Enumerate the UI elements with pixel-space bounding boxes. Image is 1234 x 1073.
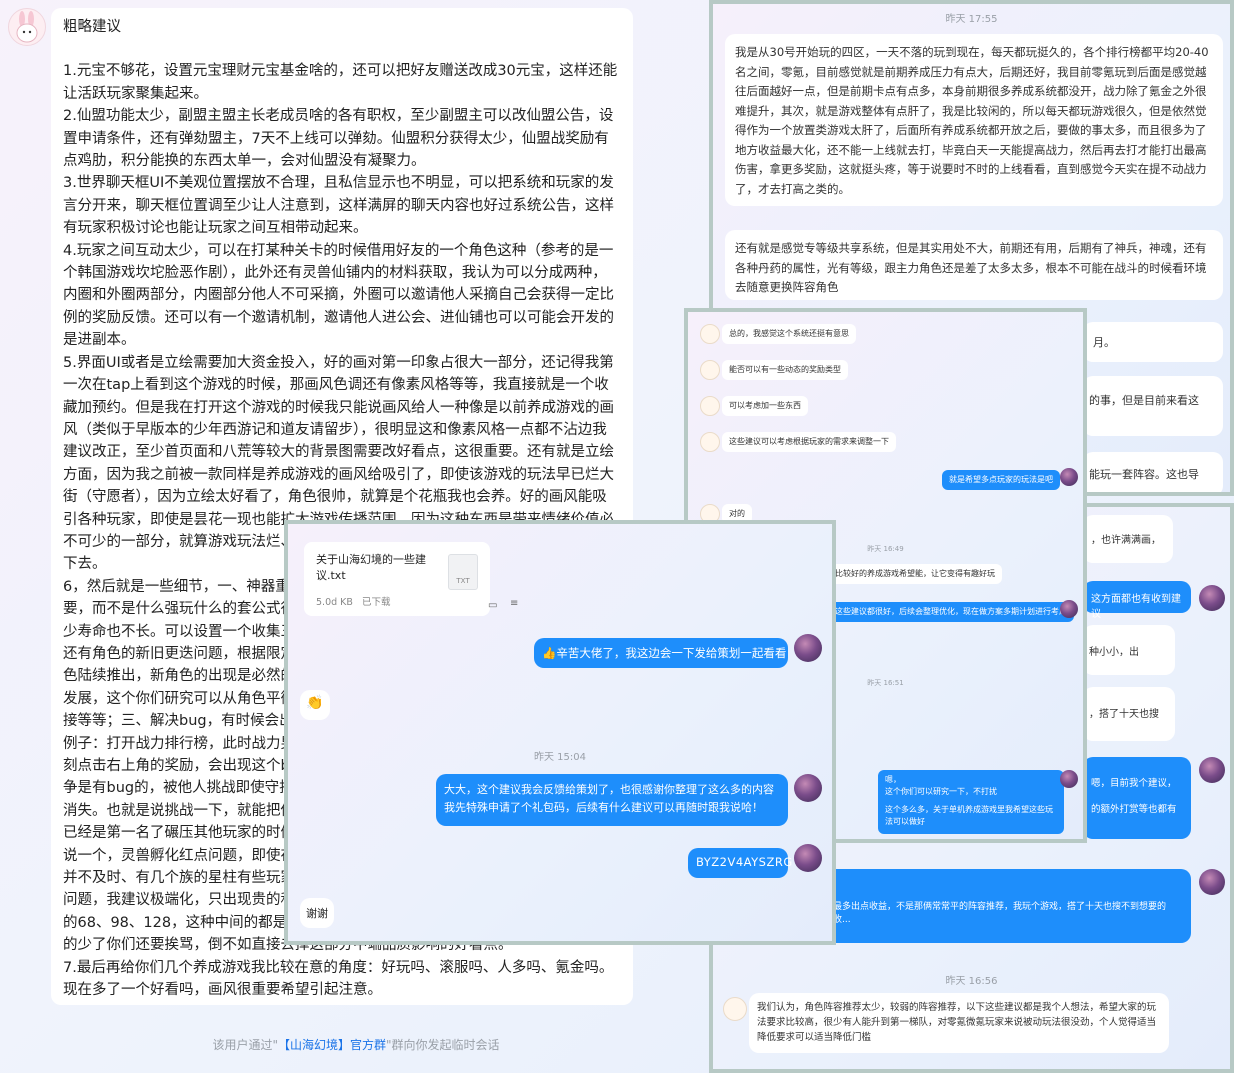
paragraph: 5.界面UI或者是立绘需要加大资金投入，好的画对第一印象占很大一部分，还记得我第… — [63, 354, 614, 550]
paragraph: 已经是第一名了碾压其他玩家的时候 — [63, 825, 295, 842]
emoji-message[interactable]: 👏 — [300, 690, 330, 720]
paragraph: 还有角色的新旧更迭问题，根据限定 — [63, 645, 295, 662]
txt-file-icon: TXT — [448, 554, 478, 590]
timestamp: 昨天 16:49 — [867, 545, 904, 553]
timestamp: 昨天 16:56 — [945, 976, 998, 987]
paragraph: 3.世界聊天框UI不美观位置摆放不合理，且私信显示也不明显，可以把系统和玩家的发… — [63, 175, 614, 237]
timestamp: 昨天 15:04 — [534, 752, 586, 763]
paragraph: 4.玩家之间互动太少，可以在打某种关卡的时候借用好友的一个角色这种（参考的是一个… — [63, 242, 614, 349]
file-attachment-card[interactable]: 关于山海幻境的一些建议.txt TXT 5.0d KB 已下载 — [304, 542, 490, 616]
paragraph: 7.最后再给你们几个养成游戏我比较在意的角度：好玩吗、滚服吗、人多吗、氪金吗。现… — [63, 959, 614, 999]
paragraph: 2.仙盟功能太少，副盟主盟主长老成员啥的各有职权，至少副盟主可以改仙盟公告，设置… — [63, 108, 614, 170]
paragraph: 的68、98、128，这种中间的都是摸 — [63, 914, 302, 931]
file-name: 关于山海幻境的一些建议.txt — [316, 553, 426, 582]
staff-reply-bubble[interactable]: 嗯， 这个你们可以研究一下，不打扰 这个多么多，关于单机养成游戏里我希望这些玩法… — [878, 770, 1064, 834]
staff-avatar[interactable] — [794, 774, 822, 802]
paragraph: 并不及时、有几个族的星柱有些玩家 — [63, 870, 295, 887]
message-bubble[interactable]: ，搭了十天也搜 — [1083, 687, 1175, 741]
message-bubble[interactable]: 我是从30号开始玩的四区，一天不落的玩到现在，每天都玩挺久的，各个排行榜都平均2… — [725, 34, 1223, 206]
staff-reply-bubble[interactable]: 最多出点收益，不是那俩常常平的阵容推荐，我玩个游戏，搭了十天也搜不到想要的收..… — [823, 869, 1191, 943]
message-bubble[interactable]: 种小小，出 — [1083, 625, 1175, 675]
staff-reply-bubble[interactable]: 嗯，目前我个建议， 的额外打赏等也都有 — [1083, 757, 1191, 839]
staff-reply-bubble[interactable]: 就是希望多点玩家的玩法是吧 — [942, 470, 1060, 490]
message-bubble[interactable]: 总的，我感觉这个系统还挺有意思 — [722, 324, 856, 344]
paragraph: 6，然后就是一些细节，一、神器重 — [63, 578, 290, 595]
group-link[interactable]: 【山海幻境】官方群 — [277, 1038, 386, 1052]
staff-reply-bubble[interactable]: 👍辛苦大佬了，我这边会一下发给策划一起看看 — [534, 638, 788, 668]
paragraph: 消失。也就是说挑战一下，就能把你 — [63, 802, 295, 819]
paragraph: 下去。 — [63, 556, 107, 573]
paragraph: 色陆续推出，新角色的出现是必然的 — [63, 668, 295, 685]
message-bubble[interactable]: 能玩一套阵容。这也导 — [1083, 452, 1223, 492]
paragraph: 少寿命也不长。可以设置一个收集三 — [63, 623, 295, 640]
message-title: 粗略建议 — [63, 19, 121, 35]
user-avatar[interactable] — [700, 360, 720, 380]
message-bubble[interactable]: ，也许满满画， — [1083, 515, 1173, 563]
staff-avatar[interactable] — [794, 634, 822, 662]
timestamp: 昨天 17:55 — [945, 14, 998, 25]
message-bubble[interactable]: 谢谢 — [300, 898, 334, 928]
temp-session-note: 该用户通过"【山海幻境】官方群"群向你发起临时会话 — [212, 1038, 500, 1052]
staff-avatar[interactable] — [794, 844, 822, 872]
staff-reply-bubble[interactable]: 这些建议都很好，后续会整理优化，现在做方案多期计划进行考虑 — [828, 602, 1074, 622]
message-bubble[interactable]: 这些建议可以考虑根据玩家的需求来调整一下 — [722, 432, 896, 452]
gift-code-bubble[interactable]: BYZ2V4AYSZRG — [688, 848, 792, 878]
paragraph: 例子：打开战力排行榜，此时战力男 — [63, 735, 295, 752]
user-avatar[interactable] — [723, 997, 747, 1021]
more-menu-icon[interactable]: ≡ — [510, 598, 519, 609]
staff-avatar[interactable] — [1199, 585, 1225, 611]
staff-avatar[interactable] — [1060, 468, 1078, 486]
staff-reply-bubble[interactable]: 大大，这个建议我会反馈给策划了，也很感谢你整理了这么多的内容 我先特殊申请了个礼… — [436, 774, 788, 826]
message-bubble[interactable]: 月。 — [1083, 322, 1223, 362]
message-bubble[interactable]: 能否可以有一些动态的奖励类型 — [722, 360, 848, 380]
staff-reply-bubble[interactable]: 这方面都也有收到建议 — [1083, 581, 1191, 620]
paragraph: 问题，我建议极端化，只出现贵的和 — [63, 892, 295, 909]
paragraph: 说一个，灵兽孵化红点问题，即使在 — [63, 847, 295, 864]
user-avatar[interactable] — [700, 396, 720, 416]
bunny-avatar[interactable] — [8, 8, 46, 46]
folder-icon[interactable]: ▭ — [488, 600, 498, 611]
staff-avatar[interactable] — [1060, 770, 1078, 788]
staff-avatar[interactable] — [1199, 869, 1225, 895]
file-meta: 5.0d KB 已下载 — [316, 597, 391, 608]
user-avatar[interactable] — [700, 432, 720, 452]
paragraph: 1.元宝不够花，设置元宝理财元宝基金啥的，还可以把好友赠送改成30元宝，这样还能… — [63, 63, 618, 102]
message-bubble[interactable]: 对的 — [722, 504, 752, 524]
message-bubble[interactable]: 我们认为，角色阵容推荐太少，较弱的阵容推荐，以下这些建议都是我个人想法，希望大家… — [749, 993, 1169, 1053]
paragraph: 要，而不是什么强玩什么的套公式行 — [63, 601, 295, 618]
chat-screenshot-front: 关于山海幻境的一些建议.txt TXT 5.0d KB 已下载 ▭ ≡ 👍辛苦大… — [284, 520, 836, 945]
paragraph: 争是有bug的，被他人挑战即使守护 — [63, 780, 294, 797]
message-bubble[interactable]: 的事，但是目前来看这 — [1083, 376, 1223, 436]
paragraph: 刻点击右上角的奖励，会出现这个b — [63, 758, 290, 774]
message-bubble[interactable]: 比较好的养成游戏希望能，让它变得有趣好玩 — [828, 564, 1002, 584]
paragraph: 发展，这个你们研究可以从角色平衡 — [63, 690, 295, 707]
timestamp: 昨天 16:51 — [867, 679, 904, 687]
message-bubble[interactable]: 可以考虑加一些东西 — [722, 396, 808, 416]
message-bubble[interactable]: 还有就是感觉专等级共享系统，但是其实用处不大，前期还有用，后期有了神兵，神魂，还… — [725, 230, 1223, 300]
user-avatar[interactable] — [700, 324, 720, 344]
paragraph: 接等等；三、解决bug，有时候会出 — [63, 713, 294, 730]
bunny-icon — [16, 11, 38, 43]
staff-avatar[interactable] — [1060, 600, 1078, 618]
staff-avatar[interactable] — [1199, 757, 1225, 783]
